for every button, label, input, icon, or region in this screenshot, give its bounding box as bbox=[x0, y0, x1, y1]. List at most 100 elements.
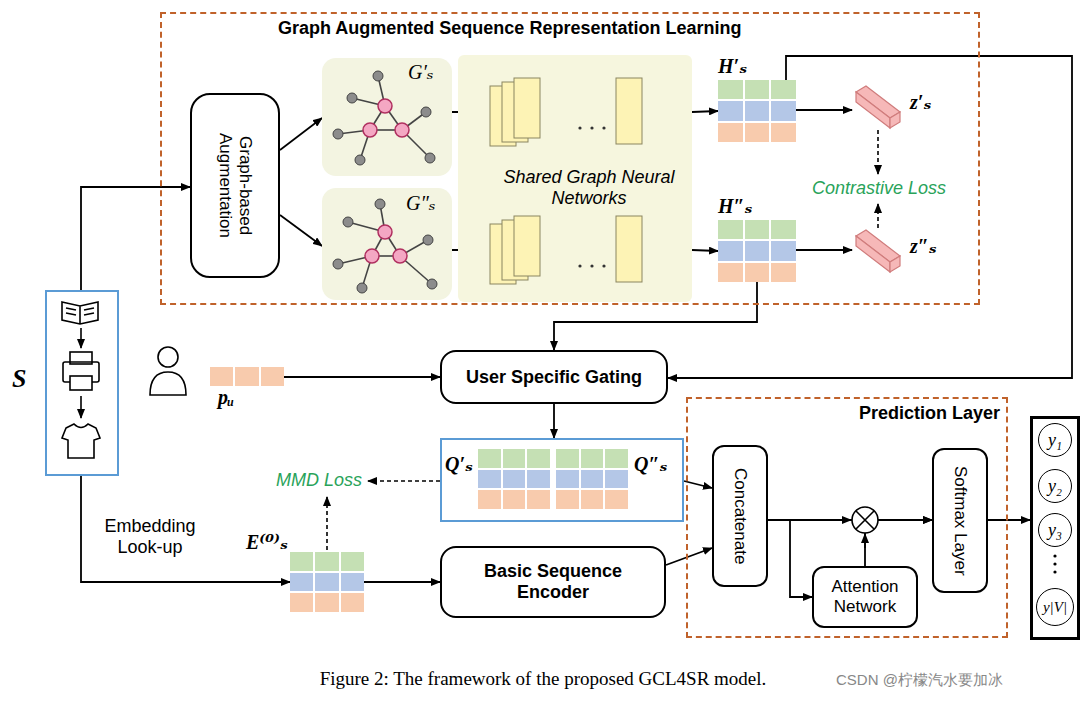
connector-arrow bbox=[988, 519, 1030, 521]
box-label: Softmax Layer bbox=[950, 466, 970, 576]
region-heading: Graph Augmented Sequence Representation … bbox=[278, 18, 741, 39]
connector-arrow bbox=[684, 481, 712, 488]
process-box: Concatenate bbox=[712, 445, 768, 587]
embedding-matrix bbox=[556, 449, 628, 509]
user-icon bbox=[150, 347, 186, 395]
matrix-cell bbox=[718, 241, 743, 260]
connector-arrow bbox=[692, 250, 718, 251]
user-embedding: pᵤ bbox=[206, 364, 288, 414]
matrix-label: H′ₛ bbox=[718, 54, 747, 78]
matrix-cell bbox=[341, 573, 364, 592]
matrix-cell bbox=[581, 470, 604, 489]
matrix-cell bbox=[605, 490, 628, 509]
edge-label: Embedding Look-up bbox=[88, 516, 212, 558]
output-label: y|V| bbox=[1043, 599, 1067, 616]
box-label: Attention Network bbox=[820, 577, 910, 617]
user-label: pᵤ bbox=[218, 386, 234, 409]
embedding-matrix-node: E⁽⁰⁾ₛ bbox=[246, 530, 366, 614]
matrix-cell bbox=[771, 241, 796, 260]
matrix-cell bbox=[261, 367, 284, 386]
embedding-matrix bbox=[718, 80, 796, 142]
graph-label: G′ₛ bbox=[408, 60, 434, 84]
gated-output-box: Q′ₛQ″ₛ bbox=[440, 438, 684, 522]
process-box: User Specific Gating bbox=[440, 350, 668, 404]
matrix-cell bbox=[718, 263, 743, 282]
connector-arrow bbox=[666, 548, 712, 565]
output-label: y₂ bbox=[1048, 476, 1062, 497]
matrix-cell bbox=[478, 449, 501, 468]
matrix-cell bbox=[210, 367, 233, 386]
connector-arrow bbox=[364, 581, 440, 583]
output-ellipsis bbox=[1053, 554, 1056, 573]
connector-arrow bbox=[692, 111, 718, 112]
output-node: y₂ bbox=[1038, 469, 1072, 503]
matrix-cell bbox=[556, 470, 579, 489]
sequence-input: S bbox=[10, 290, 120, 476]
matrix-cell bbox=[556, 449, 579, 468]
matrix-cell bbox=[503, 470, 526, 489]
matrix-cell bbox=[527, 490, 550, 509]
connector-arrow bbox=[553, 404, 555, 438]
matrix-cell bbox=[605, 449, 628, 468]
matrix-cell bbox=[581, 449, 604, 468]
matrix-cell bbox=[527, 449, 550, 468]
connector-arrow bbox=[280, 215, 322, 246]
matrix-cell bbox=[718, 220, 743, 239]
loss-label: Contrastive Loss bbox=[812, 178, 946, 199]
matrix-cell bbox=[718, 80, 743, 99]
connector-arrow bbox=[81, 187, 190, 290]
box-label: Graph-based Augmentation bbox=[215, 95, 255, 276]
graph-panel bbox=[322, 58, 452, 176]
connector-arrow bbox=[668, 56, 1072, 378]
matrix-cell bbox=[478, 490, 501, 509]
graph-label: G″ₛ bbox=[406, 191, 436, 215]
output-node: y₃ bbox=[1038, 513, 1072, 547]
matrix-cell bbox=[315, 573, 338, 592]
matrix-cell bbox=[745, 241, 770, 260]
embedding-matrix bbox=[290, 552, 364, 612]
connector-arrow bbox=[284, 376, 440, 378]
matrix-cell bbox=[771, 263, 796, 282]
matrix-cell bbox=[503, 490, 526, 509]
box-label: Basic Sequence Encoder bbox=[472, 561, 634, 603]
matrix-cell bbox=[341, 593, 364, 612]
matrix-cell bbox=[527, 470, 550, 489]
vector-node: z′ₛ bbox=[852, 80, 952, 130]
item-icons bbox=[62, 302, 100, 458]
output-box: y₁ y₂ y₃ y|V| bbox=[1030, 416, 1080, 640]
user-vector bbox=[210, 367, 284, 386]
box-label: Concatenate bbox=[730, 468, 750, 564]
connector-arrow bbox=[796, 109, 852, 111]
matrix-cell bbox=[478, 470, 501, 489]
vector-shape bbox=[852, 80, 904, 130]
matrix-cell bbox=[745, 80, 770, 99]
matrix-cell bbox=[290, 593, 313, 612]
matrix-cell bbox=[745, 101, 770, 120]
matrix-cell bbox=[771, 220, 796, 239]
loss-label: MMD Loss bbox=[276, 470, 362, 491]
output-node: y|V| bbox=[1036, 588, 1074, 626]
matrix-cell bbox=[290, 573, 313, 592]
graph-neighbor-nodes bbox=[333, 71, 437, 293]
figure-caption: Figure 2: The framework of the proposed … bbox=[0, 668, 1086, 690]
matrix-cell bbox=[718, 101, 743, 120]
embedding-matrix bbox=[478, 449, 550, 509]
matrix-cell bbox=[771, 80, 796, 99]
representation-matrix: H′ₛ bbox=[712, 54, 802, 146]
matrix-cell bbox=[315, 593, 338, 612]
graph-panel bbox=[322, 188, 452, 300]
graph-view: G″ₛ bbox=[322, 188, 452, 300]
matrix-cell bbox=[556, 490, 579, 509]
matrix-cell bbox=[745, 263, 770, 282]
multiply-operator bbox=[838, 507, 878, 548]
representation-matrix: H″ₛ bbox=[712, 194, 802, 286]
matrix-cell bbox=[745, 220, 770, 239]
matrix-cell bbox=[503, 449, 526, 468]
matrix-cell bbox=[771, 123, 796, 142]
output-label: y₁ bbox=[1048, 430, 1062, 451]
sequence-label: S bbox=[12, 364, 26, 394]
output-label: y₃ bbox=[1048, 520, 1062, 541]
connector-arrow bbox=[796, 249, 852, 251]
dashed-region: Prediction LayerConcatenateAttention Net… bbox=[686, 397, 1008, 638]
